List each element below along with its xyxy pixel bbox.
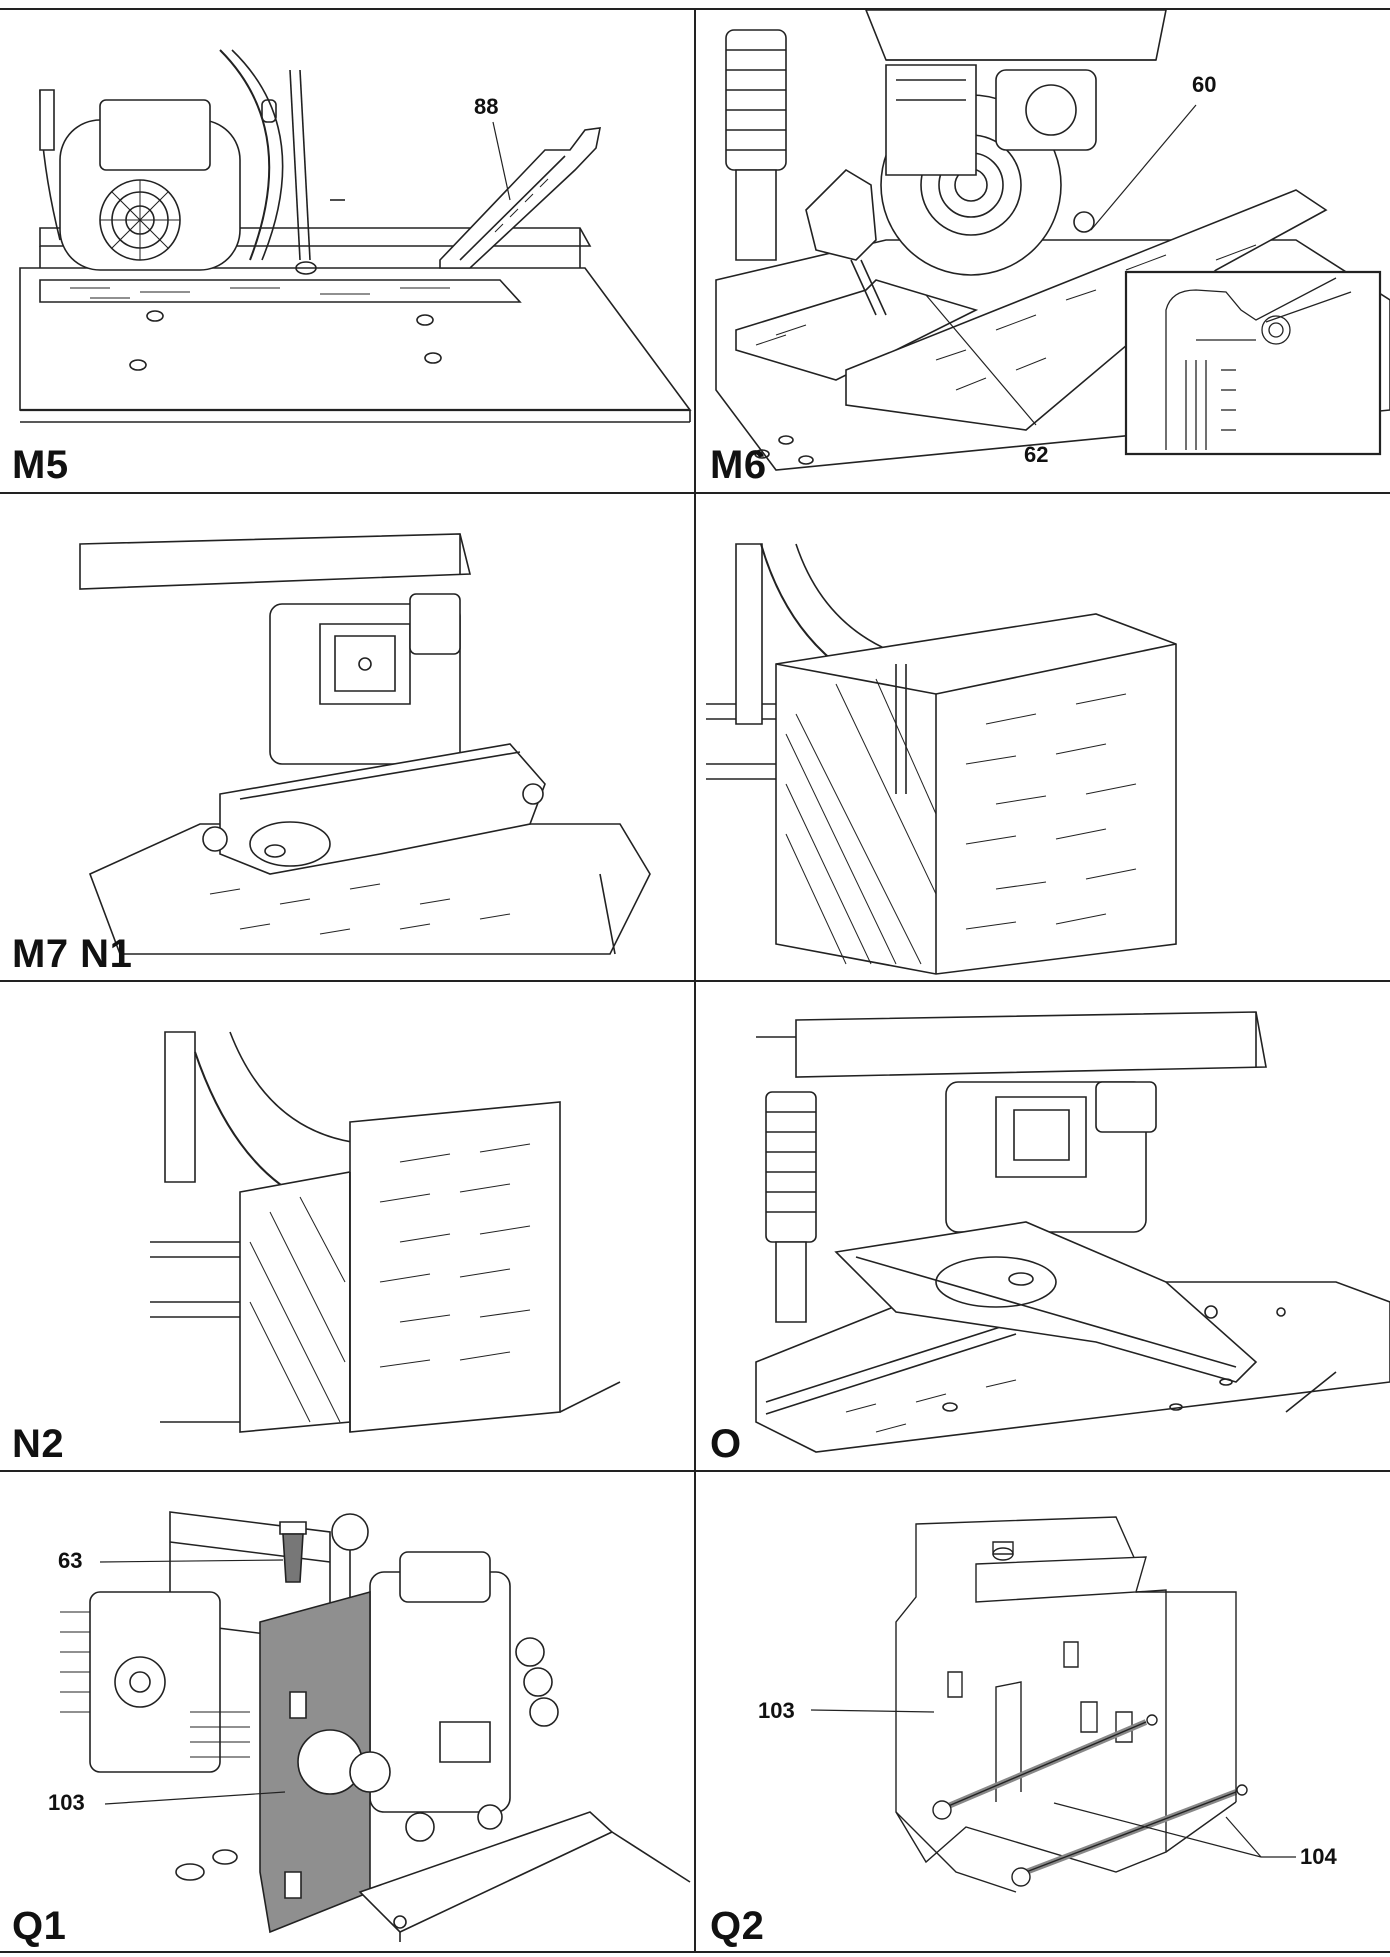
q1-callout-63-leader xyxy=(100,1560,283,1562)
m5-figure-label: M5 xyxy=(12,443,69,487)
m5-workpiece xyxy=(40,280,520,302)
figure-m6: 60 62 M6 xyxy=(696,10,1390,492)
figure-m5: 88 M5 xyxy=(0,10,694,492)
m6-figure-label: M6 xyxy=(710,443,767,487)
q1-callout-103: 103 xyxy=(48,1790,85,1815)
q1-router-body xyxy=(370,1572,510,1812)
figure-n2: N2 xyxy=(0,982,694,1470)
q1-base-tray xyxy=(360,1812,612,1932)
q2-callout-103: 103 xyxy=(758,1698,795,1723)
figure-unlabeled-cut xyxy=(696,494,1390,980)
n2-illustration xyxy=(0,982,694,1470)
o-figure-label: O xyxy=(710,1422,742,1466)
m7-n1-illustration xyxy=(0,494,694,980)
o-bellows-column xyxy=(766,1092,816,1322)
q2-callout-104-leader-a xyxy=(1054,1803,1261,1857)
figure-m7-n1: M7 N1 xyxy=(0,494,694,980)
m6-callout-62: 62 xyxy=(1024,442,1049,467)
n2-workpiece-right xyxy=(350,1102,560,1432)
q1-illustration xyxy=(0,1472,694,1951)
m6-inset-detail xyxy=(1126,272,1380,454)
grid-column-divider xyxy=(694,8,696,1953)
m6-illustration xyxy=(696,10,1390,492)
q1-callout-103-leader xyxy=(105,1792,285,1804)
m6-bellows-column xyxy=(726,30,786,260)
m5-callout-88: 88 xyxy=(474,94,499,119)
o-illustration xyxy=(696,982,1390,1470)
m6-board-right xyxy=(846,190,1326,430)
m6-board-left xyxy=(736,280,976,380)
figure-q2: 103 104 Q2 xyxy=(696,1472,1390,1951)
m7-blade-guard xyxy=(220,744,545,874)
q2-callout-104: 104 xyxy=(1300,1844,1337,1869)
unlabeled-cut-illustration xyxy=(696,494,1390,980)
m5-push-stick xyxy=(440,128,600,268)
q1-figure-label: Q1 xyxy=(12,1904,67,1948)
figure-q1: 63 103 Q1 xyxy=(0,1472,694,1951)
n2-figure-label: N2 xyxy=(12,1422,65,1466)
q2-illustration xyxy=(696,1472,1390,1951)
q2-callout-103-leader xyxy=(811,1710,934,1712)
m6-callout-60-leader xyxy=(1091,105,1196,230)
m7-n1-figure-label: M7 N1 xyxy=(12,932,133,976)
q1-callout-63: 63 xyxy=(58,1548,83,1573)
m6-callout-62-leader xyxy=(926,295,1036,425)
q2-callout-104-leader-b xyxy=(1226,1817,1261,1857)
figure-o: O xyxy=(696,982,1390,1470)
q2-figure-label: Q2 xyxy=(710,1904,765,1948)
q1-pin-63 xyxy=(280,1522,306,1582)
m5-illustration xyxy=(0,10,694,492)
m5-callout-88-leader xyxy=(493,122,510,200)
m6-callout-60: 60 xyxy=(1192,72,1217,97)
